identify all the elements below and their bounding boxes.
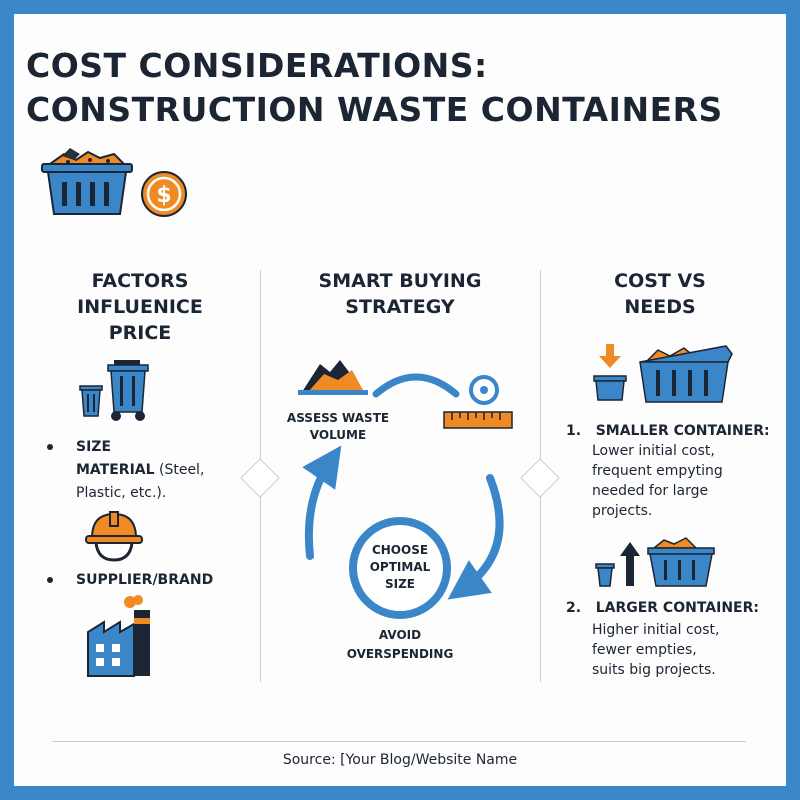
avoid-line: OVERSPENDING [346, 647, 454, 661]
tiny-bin-icon [595, 563, 615, 587]
bullet-dot [47, 444, 53, 450]
item-line: needed for large [592, 483, 709, 499]
strategy-cycle-diagram [298, 360, 513, 619]
choose-size-label: CHOOSE OPTIMAL SIZE [348, 542, 452, 593]
cost-vs-needs-heading: COST VS NEEDS [560, 268, 760, 320]
material-label: MATERIAL [76, 462, 155, 478]
hard-hat-icon [85, 511, 143, 562]
avoid-overspending-label: AVOID OVERSPENDING [330, 626, 470, 664]
cost-heading-line: NEEDS [624, 296, 696, 318]
svg-text:$: $ [156, 183, 171, 208]
assess-waste-label: ASSESS WASTE VOLUME [278, 410, 398, 444]
assess-line: VOLUME [309, 428, 367, 442]
item-line: frequent empyting [592, 463, 723, 479]
waste-pile-icon [298, 360, 368, 395]
source-footer: Source: [Your Blog/Website Name [282, 752, 518, 768]
avoid-line: AVOID [378, 628, 422, 642]
large-container-icon [639, 345, 733, 403]
item-line: projects. [592, 503, 653, 519]
strategy-heading-line: SMART BUYING [318, 270, 482, 292]
up-arrow-icon [620, 542, 640, 586]
footer-divider [52, 741, 746, 742]
header-icons: $ [41, 148, 187, 217]
page-title: COST CONSIDERATIONS: CONSTRUCTION WASTE … [26, 44, 723, 132]
trash-bins-icon [79, 360, 149, 421]
assess-line: ASSESS WASTE [286, 411, 390, 425]
item-2-description: Higher initial cost, fewer empties, suit… [592, 620, 772, 680]
factor-supplier: SUPPLIER/BRAND [76, 569, 213, 592]
strategy-heading: SMART BUYING STRATEGY [290, 268, 510, 320]
material-detail-2: Plastic, etc.). [76, 485, 167, 501]
choose-line: OPTIMAL [369, 560, 431, 574]
factors-heading-line: PRICE [108, 322, 172, 344]
item-line: suits big projects. [592, 662, 716, 678]
item-number: 1. [566, 423, 582, 439]
factor-size: SIZE [76, 436, 111, 459]
item-title: SMALLER CONTAINER: [595, 423, 770, 439]
item-line: Lower initial cost, [592, 443, 715, 459]
size-up-container-icon [595, 537, 715, 587]
strategy-heading-line: STRATEGY [345, 296, 455, 318]
dollar-coin-icon: $ [141, 171, 187, 217]
small-container-icon [593, 375, 627, 401]
small-vs-large-container-icon [593, 344, 733, 403]
choose-line: SIZE [384, 577, 415, 591]
item-2-header: 2. LARGER CONTAINER: [566, 600, 759, 616]
choose-size-circle [349, 517, 451, 619]
title-line-1: COST CONSIDERATIONS: [26, 46, 488, 85]
down-arrow-icon [599, 344, 621, 368]
material-detail: (Steel, [154, 462, 205, 478]
supplier-label: SUPPLIER/BRAND [76, 572, 214, 588]
factors-heading-line: FACTORS [91, 270, 189, 292]
item-title: LARGER CONTAINER: [595, 600, 759, 616]
large-bin-icon [647, 537, 715, 587]
factor-material: MATERIAL (Steel, Plastic, etc.). [76, 459, 246, 505]
waste-container-icon [41, 148, 133, 215]
item-number: 2. [566, 600, 582, 616]
item-line: fewer empties, [592, 642, 697, 658]
item-1-header: 1. SMALLER CONTAINER: [566, 423, 770, 439]
item-1-description: Lower initial cost, frequent empyting ne… [592, 441, 772, 521]
tape-measure-icon [443, 375, 513, 429]
factors-heading-line: INFLUENICE [77, 296, 203, 318]
factors-heading: FACTORS INFLUENICE PRICE [40, 268, 240, 346]
cost-heading-line: COST VS [614, 270, 706, 292]
title-line-2: CONSTRUCTION WASTE CONTAINERS [26, 90, 723, 129]
bullet-dot [47, 577, 53, 583]
choose-line: CHOOSE [371, 543, 429, 557]
size-label: SIZE [76, 439, 112, 455]
item-line: Higher initial cost, [592, 622, 720, 638]
factory-icon [87, 595, 150, 677]
